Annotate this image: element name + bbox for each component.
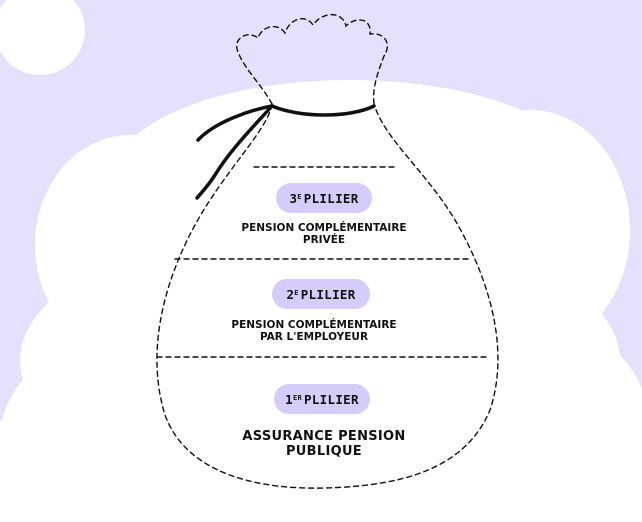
pillar-2-suffix: E [294, 289, 299, 297]
pillar-1-description: ASSURANCE PENSION PUBLIQUE [242, 429, 406, 459]
pillar-2-label: PLILIER [300, 286, 356, 302]
pillar-3-ordinal: 3 [289, 190, 298, 206]
money-bag [156, 13, 499, 489]
pillar-1-label: PLILIER [304, 391, 359, 407]
pillar-3-label: PLILIER [303, 190, 359, 206]
pillar-1-suffix: ER [293, 394, 303, 402]
pillar-1-ordinal: 1 [285, 391, 293, 407]
pillar-2-ordinal: 2 [286, 286, 295, 302]
pillar-3-suffix: E [297, 193, 302, 201]
bag-tie [195, 104, 376, 200]
pillar-2-description: PENSION COMPLÉMENTAIRE PAR L'EMPLOYEUR [231, 319, 397, 344]
pillar-3-description: PENSION COMPLÉMENTAIRE PRIVÉE [241, 222, 407, 247]
